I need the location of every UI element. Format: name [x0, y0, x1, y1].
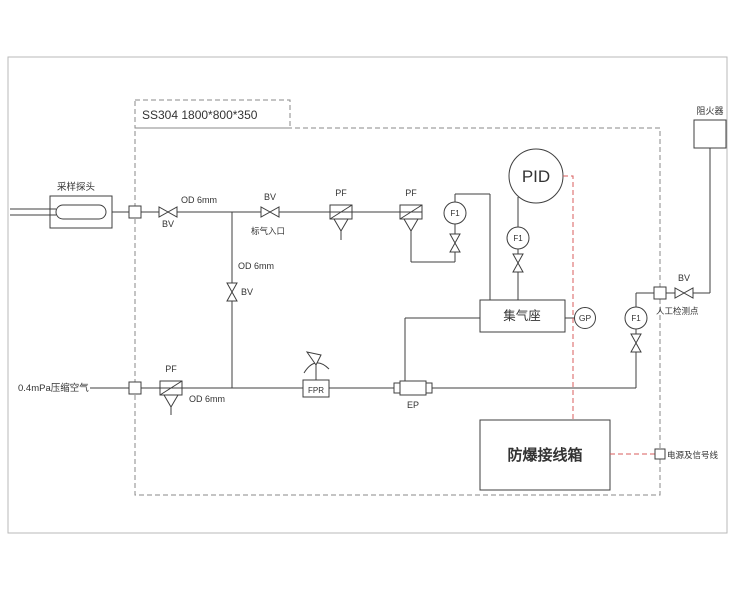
needle-valve-icon [630, 333, 642, 345]
gas-manifold [479, 299, 566, 333]
ejector-port [425, 382, 433, 394]
cabinet-spec-box [134, 99, 291, 129]
flame-arrester [693, 119, 727, 149]
ep-label: EP [407, 400, 419, 410]
needle-valve-icon [630, 341, 642, 353]
sample-probe-body [49, 195, 113, 229]
air-supply-label: 0.4mPa压缩空气 [18, 382, 89, 394]
signal-wire [563, 175, 574, 420]
flame-arrester-label: 阻火器 [696, 106, 723, 116]
power-signal-label: 电源及信号线 [667, 450, 719, 460]
pf-filter-diagonal [399, 204, 423, 220]
flowmeter-label: F1 [513, 234, 523, 243]
bv-label: BV [678, 273, 690, 283]
ball-valve-icon [166, 206, 178, 218]
ball-valve-icon [268, 206, 280, 218]
ball-valve-icon [674, 287, 686, 299]
pf-label: PF [405, 188, 417, 198]
ball-valve-icon [682, 287, 694, 299]
od6-label: OD 6mm [238, 261, 274, 271]
pf-filter-diagonal [329, 204, 353, 220]
pf-filter-funnel [403, 218, 419, 232]
fpr-label: FPR [308, 386, 324, 395]
ejector-port [393, 382, 401, 394]
od6-label: OD 6mm [189, 394, 225, 404]
manual-point-label: 人工检测点 [656, 306, 699, 316]
bv-label: BV [241, 287, 253, 297]
flowmeter-label: F1 [450, 209, 460, 218]
needle-valve-icon [449, 233, 461, 245]
needle-valve-icon [449, 241, 461, 253]
pf-filter-diagonal [159, 380, 183, 396]
flowmeter-label: F1 [631, 314, 641, 323]
pf-label: PF [335, 188, 347, 198]
pf-filter-funnel [333, 218, 349, 232]
junction-box-label: 防爆接线箱 [507, 446, 582, 464]
bv-label: BV [162, 219, 174, 229]
ball-valve-icon [226, 282, 238, 294]
cabinet-boundary [134, 127, 661, 496]
gp-gauge [574, 307, 596, 329]
ball-valve-icon [260, 206, 272, 218]
gas-manifold-label: 集气座 [503, 308, 541, 323]
junction-box [479, 419, 611, 491]
bv-label: BV [264, 192, 276, 202]
ejector [399, 380, 427, 396]
filter-regulator [302, 379, 330, 398]
bulkhead-fitting [128, 205, 142, 219]
sample-probe-label: 采样探头 [57, 181, 95, 193]
outer-frame [7, 56, 728, 534]
bulkhead-fitting [653, 286, 667, 300]
pf-filter-funnel [163, 394, 179, 408]
gp-label: GP [579, 313, 592, 323]
cabinet-spec-label: SS304 1800*800*350 [142, 108, 258, 122]
pf-label: PF [165, 364, 177, 374]
regulator-flag-icon [305, 351, 322, 366]
bulkhead-fitting [654, 448, 666, 460]
needle-valve-icon [512, 253, 524, 265]
od6-label: OD 6mm [181, 195, 217, 205]
probe-element [55, 204, 107, 220]
ball-valve-icon [226, 290, 238, 302]
cal-gas-inlet-label: 标气入口 [251, 226, 285, 236]
pid-label: PID [522, 167, 550, 186]
bulkhead-fitting [128, 381, 142, 395]
ball-valve-icon [158, 206, 170, 218]
needle-valve-icon [512, 261, 524, 273]
